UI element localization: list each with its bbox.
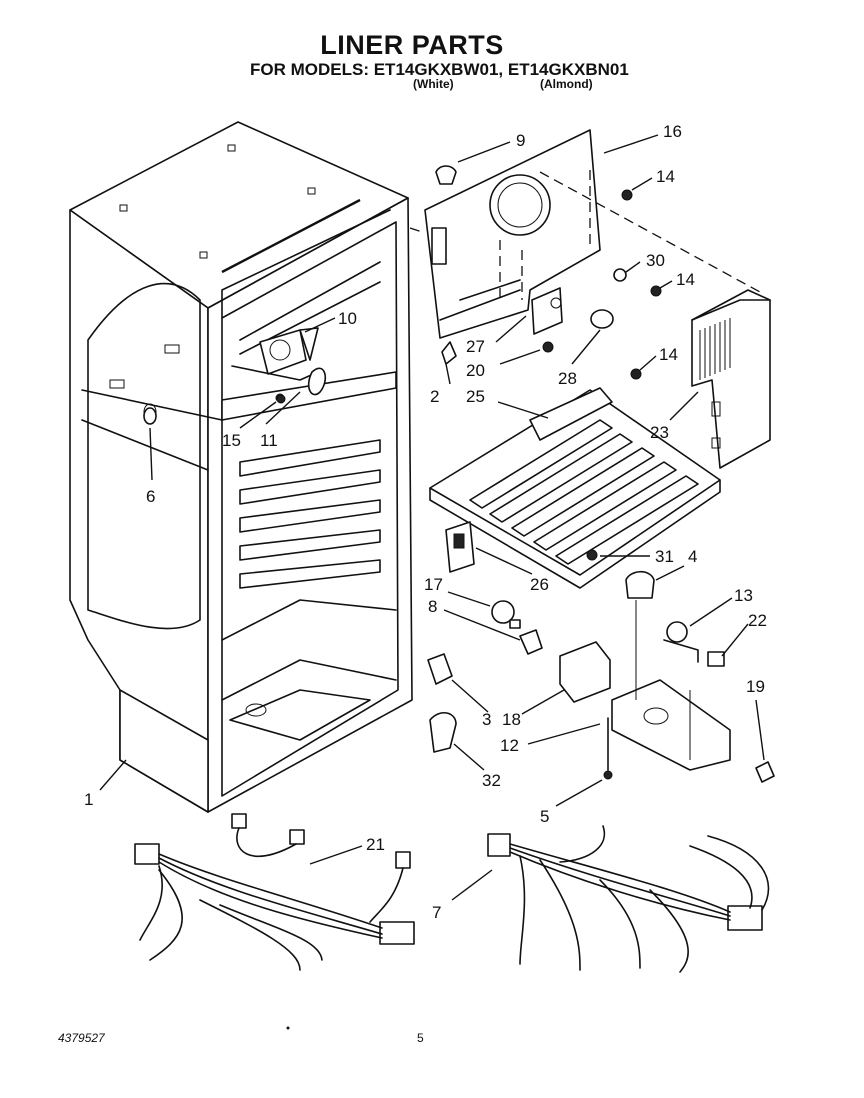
page-number: 5 (417, 1031, 424, 1045)
callout-17: 17 (424, 575, 443, 594)
callout-32: 32 (482, 771, 501, 790)
callout-6: 6 (146, 487, 155, 506)
callout-3: 3 (482, 710, 491, 729)
small-parts (143, 165, 775, 783)
callout-13: 13 (734, 586, 753, 605)
evaporator-cover-panel (409, 129, 761, 339)
callout-4: 4 (688, 547, 697, 566)
callout-10: 10 (338, 309, 357, 328)
liner-cabinet (69, 121, 413, 813)
callout-19: 19 (746, 677, 765, 696)
wire-harness-left (134, 813, 415, 971)
air-diffuser (691, 289, 771, 469)
callout-26: 26 (530, 575, 549, 594)
callout-20: 20 (466, 361, 485, 380)
callout-7: 7 (432, 903, 441, 922)
callout-31: 31 (655, 547, 674, 566)
callout-22: 22 (748, 611, 767, 630)
variant-white-label: (White) (413, 77, 454, 91)
shelf-ribs (239, 439, 381, 589)
callout-2: 2 (430, 387, 439, 406)
callout-27: 27 (466, 337, 485, 356)
callout-14-middle: 14 (676, 270, 695, 289)
callout-14-top: 14 (656, 167, 675, 186)
callout-25: 25 (466, 387, 485, 406)
callout-5: 5 (540, 807, 549, 826)
callout-23: 23 (650, 423, 669, 442)
callout-9: 9 (516, 131, 525, 150)
callout-28: 28 (558, 369, 577, 388)
callout-11: 11 (260, 431, 278, 450)
callout-15: 15 (222, 431, 241, 450)
callout-1: 1 (84, 790, 93, 809)
models-subtitle: FOR MODELS: ET14GKXBW01, ET14GKXBN01 (250, 60, 629, 79)
callout-14-lower: 14 (659, 345, 678, 364)
callout-16: 16 (663, 122, 682, 141)
callout-30: 30 (646, 251, 665, 270)
wire-harness-right (487, 825, 770, 973)
page-title: LINER PARTS (320, 30, 504, 60)
callout-21: 21 (366, 835, 385, 854)
callout-8: 8 (428, 597, 437, 616)
callout-18: 18 (502, 710, 521, 729)
evaporator-rack (429, 387, 721, 589)
document-number: 4379527 (58, 1031, 105, 1045)
callout-12: 12 (500, 736, 519, 755)
callout-labels: 9 16 14 30 14 14 10 11 15 6 2 27 20 28 2… (84, 122, 767, 922)
leader-lines (99, 134, 765, 901)
variant-almond-label: (Almond) (540, 77, 593, 91)
